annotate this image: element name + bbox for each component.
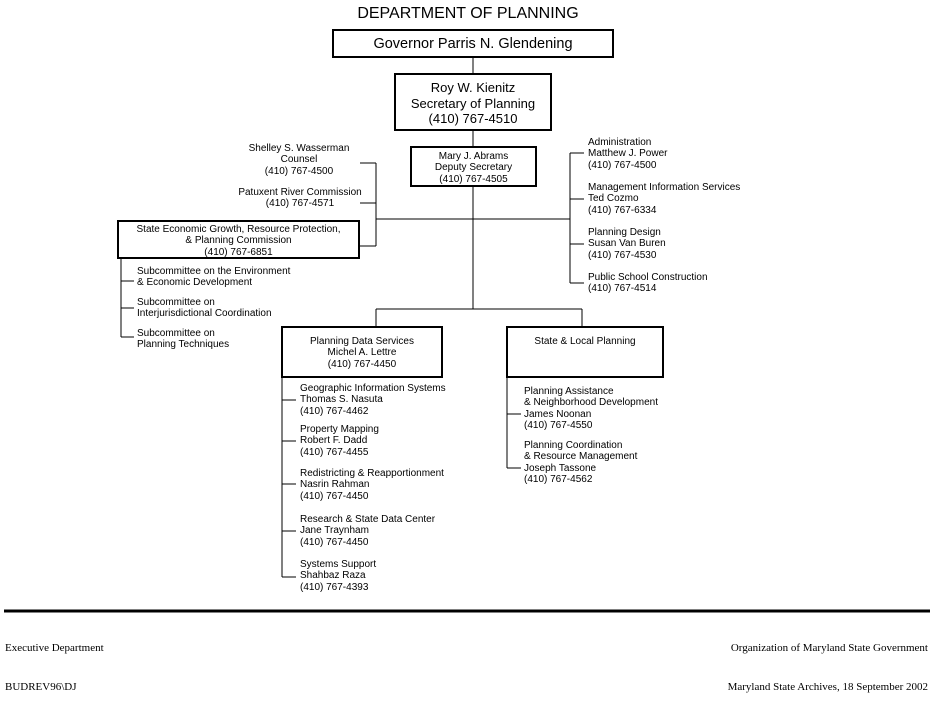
- deputy-box: Mary J. Abrams Deputy Secretary (410) 76…: [410, 146, 537, 187]
- planning-data-services-label: Planning Data Services Michel A. Lettre …: [310, 336, 414, 370]
- unit-planning-design: Planning Design Susan Van Buren (410) 76…: [588, 227, 666, 261]
- footer-archives-date: Maryland State Archives, 18 September 20…: [727, 681, 928, 693]
- secretary-title: Secretary of Planning: [410, 95, 536, 111]
- growth-commission-label: State Economic Growth, Resource Protecti…: [136, 224, 341, 258]
- unit-administration: Administration Matthew J. Power (410) 76…: [588, 137, 668, 171]
- secretary-box: Roy W. Kienitz Secretary of Planning (41…: [394, 73, 552, 131]
- footer-organization: Organization of Maryland State Governmen…: [730, 642, 928, 654]
- chart-title: DEPARTMENT OF PLANNING: [357, 5, 579, 22]
- pds-unit-redistricting: Redistricting & Reapportionment Nasrin R…: [300, 468, 444, 502]
- subcommittee-interjurisdictional: Subcommittee on Interjurisdictional Coor…: [137, 297, 272, 320]
- secretary-name: Roy W. Kienitz: [430, 80, 516, 95]
- slp-unit-planning-coordination: Planning Coordination & Resource Managem…: [524, 440, 638, 485]
- deputy-phone: (410) 767-4505: [439, 173, 508, 185]
- footer-doc-code: BUDREV96\DJ: [5, 681, 77, 693]
- slp-unit-planning-assistance: Planning Assistance & Neighborhood Devel…: [524, 386, 658, 431]
- footer-executive-department: Executive Department: [5, 642, 104, 654]
- footer-left: Executive Department BUDREV96\DJ: [5, 616, 104, 707]
- patuxent-river-commission: Patuxent River Commission (410) 767-4571: [238, 187, 362, 210]
- deputy-name: Mary J. Abrams: [438, 151, 509, 162]
- growth-commission-box: State Economic Growth, Resource Protecti…: [117, 220, 360, 259]
- planning-data-services-box: Planning Data Services Michel A. Lettre …: [281, 326, 443, 378]
- subcommittee-environment: Subcommittee on the Environment & Econom…: [137, 266, 291, 289]
- pds-unit-property-mapping: Property Mapping Robert F. Dadd (410) 76…: [300, 424, 379, 458]
- pds-unit-systems-support: Systems Support Shahbaz Raza (410) 767-4…: [300, 559, 377, 593]
- governor-name: Governor Parris N. Glendening: [373, 36, 573, 52]
- unit-public-school-construction: Public School Construction (410) 767-451…: [588, 272, 708, 295]
- governor-box: Governor Parris N. Glendening: [332, 29, 614, 58]
- state-local-planning-box: State & Local Planning: [506, 326, 664, 378]
- secretary-phone: (410) 767-4510: [428, 111, 518, 126]
- counsel-unit: Shelley S. Wasserman Counsel (410) 767-4…: [248, 143, 350, 177]
- deputy-title: Deputy Secretary: [434, 162, 513, 174]
- state-local-planning-label: State & Local Planning: [534, 336, 636, 347]
- subcommittee-planning-techniques: Subcommittee on Planning Techniques: [137, 328, 230, 351]
- pds-unit-gis: Geographic Information Systems Thomas S.…: [300, 383, 446, 417]
- pds-unit-research-data-center: Research & State Data Center Jane Traynh…: [300, 514, 436, 548]
- unit-management-information-services: Management Information Services Ted Cozm…: [588, 182, 741, 216]
- org-chart-connectors: [4, 57, 930, 613]
- footer-right: Organization of Maryland State Governmen…: [560, 616, 928, 707]
